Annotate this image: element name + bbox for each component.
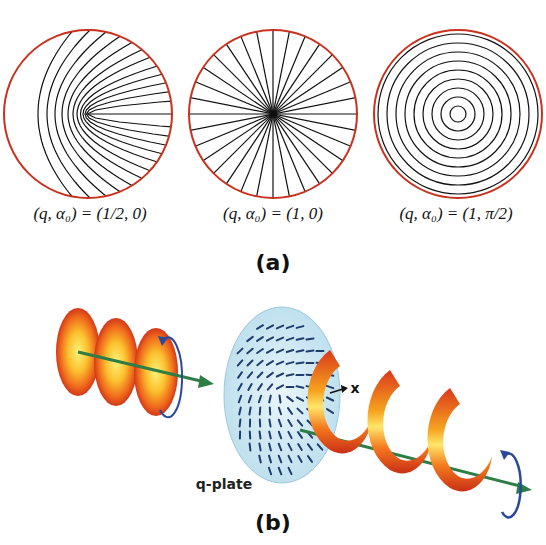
panel-label: (b) <box>255 510 291 535</box>
x-axis-arrow-head <box>341 385 348 393</box>
component-label: q-plate <box>196 476 252 492</box>
pattern-border <box>189 30 357 198</box>
pattern-border <box>374 30 542 198</box>
input-beam <box>56 308 214 417</box>
azimuthal-pattern <box>378 34 538 194</box>
x-axis-arrow <box>330 389 343 393</box>
axis-label: x <box>350 380 359 396</box>
pattern-parameters: (q, α₀) = (1/2, 0) <box>33 204 146 224</box>
pattern-parameters: (q, α₀) = (1, 0) <box>223 204 323 224</box>
radial-pattern <box>183 24 363 204</box>
pattern-border <box>4 30 172 198</box>
q-half-pattern <box>38 0 218 234</box>
panel-label: (a) <box>256 250 291 275</box>
helical-beam <box>300 350 532 517</box>
pattern-parameters: (q, α₀) = (1, π/2) <box>399 204 512 224</box>
